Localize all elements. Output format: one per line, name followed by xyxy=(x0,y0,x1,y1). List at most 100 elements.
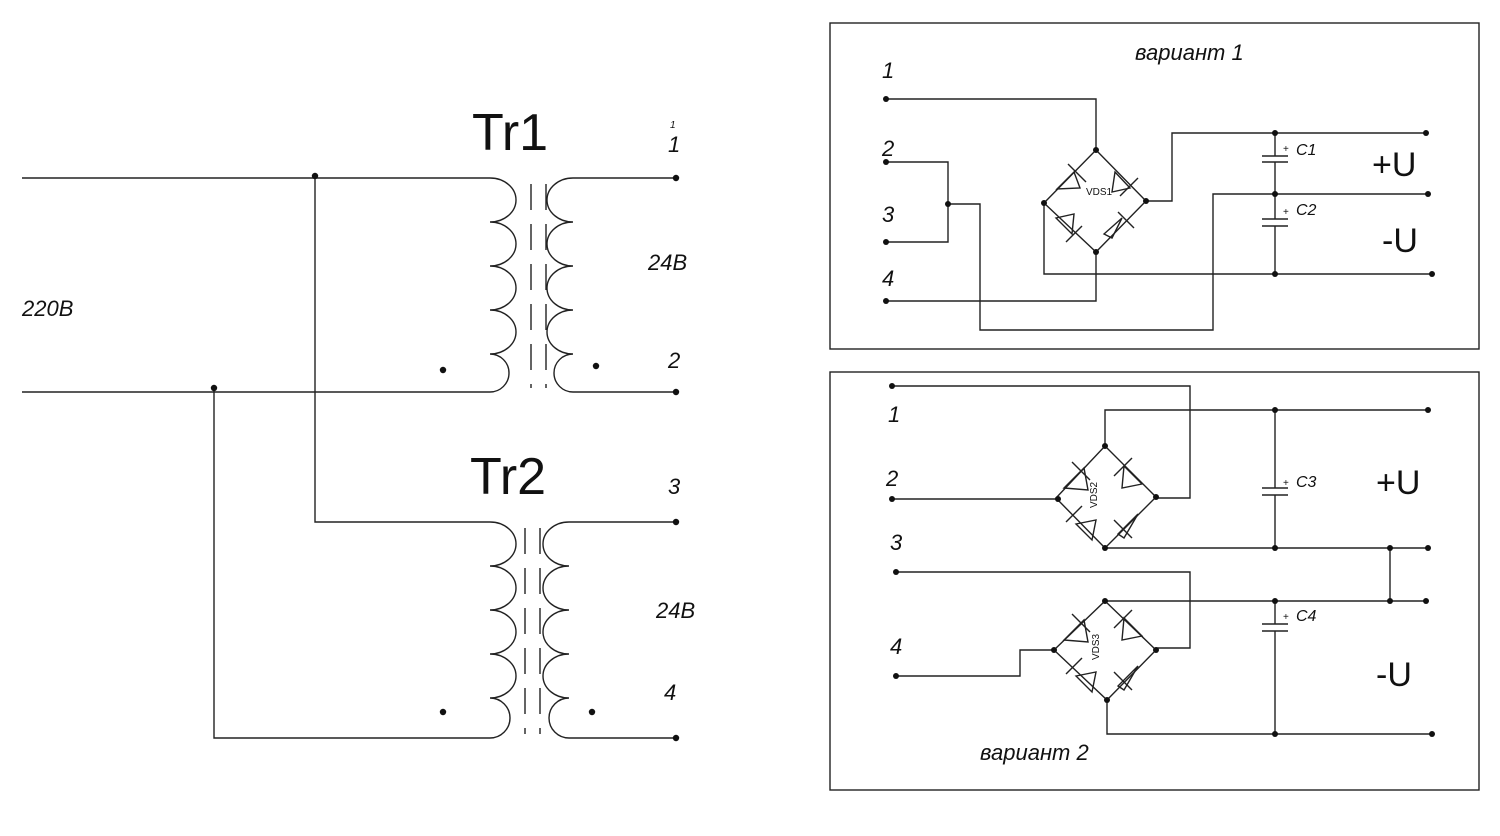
junction-dot xyxy=(1429,731,1435,737)
terminal-3-label: 3 xyxy=(668,474,681,499)
diode-bar xyxy=(1113,457,1133,477)
variant1-frame xyxy=(829,22,1480,350)
v2-capacitor-c3: + C3 xyxy=(1262,410,1317,548)
capacitor-icon xyxy=(1262,218,1288,227)
diode-icon xyxy=(1121,464,1144,489)
variant1-panel: вариант 1 1 2 3 4 VDS1 xyxy=(829,22,1480,350)
primary-voltage-label: 220B xyxy=(21,296,73,321)
v2-terminal-3-label: 3 xyxy=(890,530,903,555)
v1-capacitor-c2: + C2 xyxy=(1262,194,1317,274)
diode-icon xyxy=(1102,217,1123,239)
junction-dot xyxy=(883,96,889,102)
junction-dot xyxy=(883,159,889,165)
tr2-name: Tr2 xyxy=(470,448,546,506)
junction-dot xyxy=(1387,598,1393,604)
junction-dot xyxy=(945,201,951,207)
v2-minus-u-label: -U xyxy=(1376,656,1412,694)
c4-label: C4 xyxy=(1296,608,1317,625)
junction-dot xyxy=(883,239,889,245)
v1-plus-u-label: +U xyxy=(1372,146,1416,184)
v2-plus-u-label: +U xyxy=(1376,464,1420,502)
junction-dot xyxy=(1143,198,1149,204)
diode-icon xyxy=(1074,519,1097,542)
capacitor-icon xyxy=(1262,487,1288,496)
junction-dot xyxy=(311,172,319,180)
v1-minus-u-label: -U xyxy=(1382,222,1418,260)
junction-dot xyxy=(1041,200,1047,206)
terminal-1-label: 1 xyxy=(668,132,680,157)
v1-wire-minus xyxy=(1043,203,1432,275)
junction-dot xyxy=(1051,647,1057,653)
capacitor-icon xyxy=(1262,623,1288,632)
diode-bar xyxy=(1065,225,1083,243)
diode-bar xyxy=(1071,613,1091,633)
v2-wire-plus xyxy=(1104,409,1428,446)
tr2-primary-winding xyxy=(489,521,517,739)
tr2-secondary-polarity-dot xyxy=(588,708,596,716)
junction-dot xyxy=(1387,545,1393,551)
junction-dot xyxy=(889,383,895,389)
v1-wire-4 xyxy=(886,254,1097,302)
v1-terminal-2-label: 2 xyxy=(881,136,894,161)
diode-bar xyxy=(1117,211,1135,229)
diode-icon xyxy=(1062,618,1089,643)
v2-wire-3 xyxy=(896,571,1191,649)
variant2-title: вариант 2 xyxy=(980,740,1089,765)
v2-bridge3-outline xyxy=(1052,600,1157,701)
c1-plus: + xyxy=(1283,144,1289,155)
diode-icon xyxy=(1054,213,1075,236)
c3-label: C3 xyxy=(1296,474,1317,491)
junction-dot xyxy=(883,298,889,304)
v1-wire-mid xyxy=(948,193,1428,331)
junction-dot xyxy=(1272,598,1278,604)
junction-dot xyxy=(893,673,899,679)
v1-terminal-1-label: 1 xyxy=(882,58,894,83)
v2-bridge-vds2: VDS2 xyxy=(1055,443,1159,551)
junction-dot xyxy=(1429,271,1435,277)
terminal-2-label: 2 xyxy=(667,348,680,373)
v1-bridge-outline xyxy=(1043,149,1147,253)
diode-icon xyxy=(1074,671,1097,694)
diode-bar xyxy=(1113,609,1133,629)
v2-terminal-2-label: 2 xyxy=(885,466,898,491)
diode-bar xyxy=(1067,163,1087,183)
junction-dot xyxy=(1102,545,1108,551)
diode-icon xyxy=(1062,466,1089,491)
v1-terminal-4-label: 4 xyxy=(882,266,894,291)
junction-dot xyxy=(1093,147,1099,153)
capacitor-icon xyxy=(1262,155,1288,163)
junction-dot xyxy=(1272,545,1278,551)
terminal-1-dot xyxy=(672,174,680,182)
junction-dot xyxy=(1153,647,1159,653)
terminal-2-dot xyxy=(672,388,680,396)
junction-dot xyxy=(889,496,895,502)
junction-dot xyxy=(210,384,218,392)
junction-dot xyxy=(1425,545,1431,551)
junction-dot xyxy=(1093,249,1099,255)
v2-bridge-vds3: VDS3 xyxy=(1051,598,1159,703)
v2-bridge2-outline xyxy=(1055,444,1157,549)
transformer-tr1: Tr1 1 1 2 24B xyxy=(439,104,687,396)
v1-wire-1 xyxy=(886,98,1097,148)
junction-dot xyxy=(1272,191,1278,197)
v2-bridge3-label: VDS3 xyxy=(1091,633,1102,660)
tr1-secondary-winding xyxy=(546,177,574,393)
terminal-4-label: 4 xyxy=(664,680,676,705)
v1-terminal-3-label: 3 xyxy=(882,202,895,227)
c4-plus: + xyxy=(1283,612,1289,623)
variant2-panel: вариант 2 1 2 3 4 VDS2 xyxy=(829,371,1480,791)
diode-icon xyxy=(1111,170,1132,193)
diode-icon xyxy=(1116,665,1139,691)
tr2-primary-polarity-dot xyxy=(439,708,447,716)
tr2-primary-top-wire xyxy=(314,176,490,523)
diode-icon xyxy=(1116,513,1139,539)
tr2-secondary-winding xyxy=(542,521,570,739)
junction-dot xyxy=(1272,271,1278,277)
transformer-section: 220B Tr1 1 1 2 24B Tr2 xyxy=(21,104,695,742)
junction-dot xyxy=(1272,130,1278,136)
junction-dot xyxy=(1425,407,1431,413)
diode-bar xyxy=(1065,505,1083,523)
v1-bridge-vds1: VDS1 xyxy=(1041,147,1149,255)
v2-bridge2-label: VDS2 xyxy=(1089,481,1100,508)
